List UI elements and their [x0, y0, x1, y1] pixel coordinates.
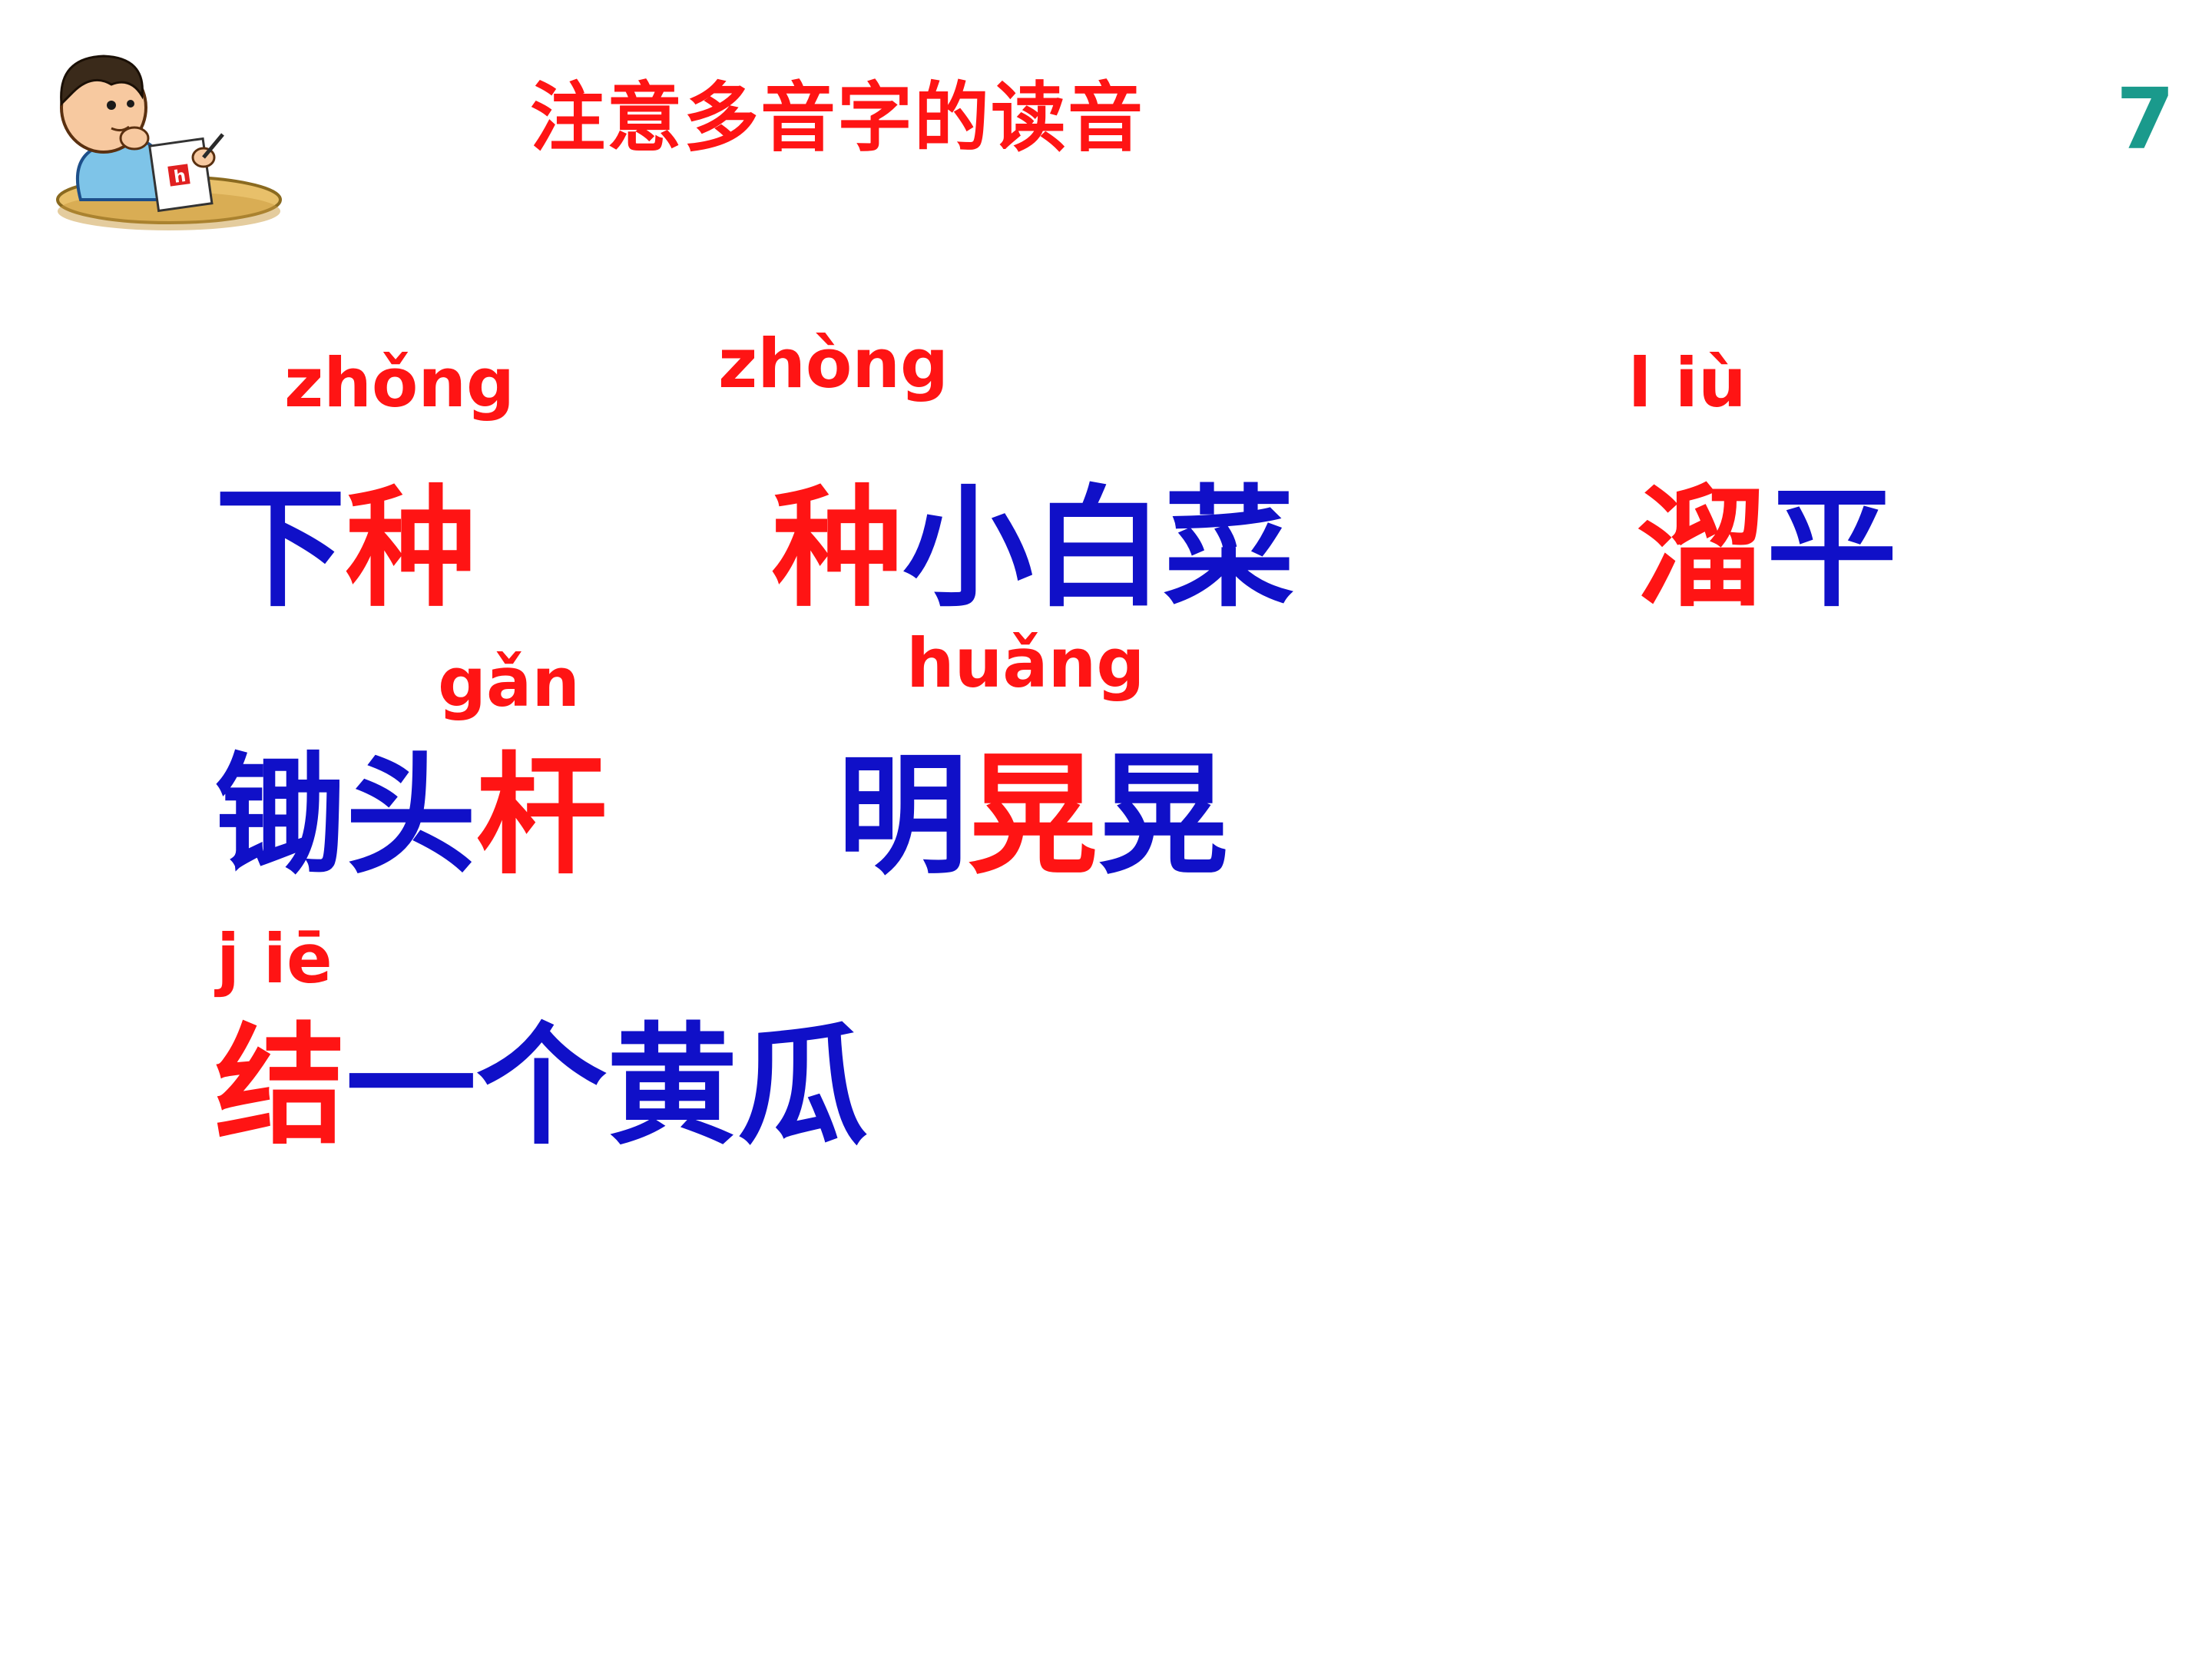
boy-studying-icon: h: [56, 55, 282, 230]
word-normal-part: 晃: [1098, 740, 1230, 892]
word-highlight-part: 结: [215, 1011, 346, 1163]
pinyin-gan3: gǎn: [438, 643, 581, 722]
word-zhongxiaobaicai: 种小白菜: [772, 484, 1294, 614]
word-normal-part: 下: [215, 473, 346, 625]
word-xiazhong: 下种: [215, 484, 476, 614]
word-normal-part: 明: [837, 740, 969, 892]
word-normal-part: 锄头: [215, 740, 477, 892]
word-highlight-part: 杆: [476, 740, 608, 892]
word-liuping: 溜平: [1636, 484, 1897, 614]
word-normal-part: 小白菜: [902, 473, 1295, 625]
word-highlight-part: 种: [346, 473, 477, 625]
page-title: 注意多音字的读音: [530, 75, 1145, 162]
word-normal-part: 平: [1767, 473, 1898, 625]
word-normal-part: 一个黄瓜: [346, 1011, 869, 1163]
pinyin-jie1: j iē: [217, 919, 333, 998]
word-chutougan: 锄头杆: [215, 751, 607, 882]
pinyin-huang3: huǎng: [906, 624, 1145, 703]
pinyin-liu4: l iù: [1628, 343, 1747, 422]
pinyin-zhong3: zhǒng: [284, 343, 515, 422]
word-jieyigehuanggua: 结一个黄瓜: [215, 1022, 868, 1152]
word-highlight-part: 溜: [1636, 473, 1767, 625]
word-highlight-part: 种: [772, 473, 903, 625]
word-minghuanghuang: 明晃晃: [837, 751, 1229, 882]
pinyin-zhong4: zhòng: [718, 324, 949, 403]
page-number: 7: [2116, 70, 2175, 168]
svg-text:h: h: [173, 167, 187, 187]
word-highlight-part: 晃: [968, 740, 1099, 892]
